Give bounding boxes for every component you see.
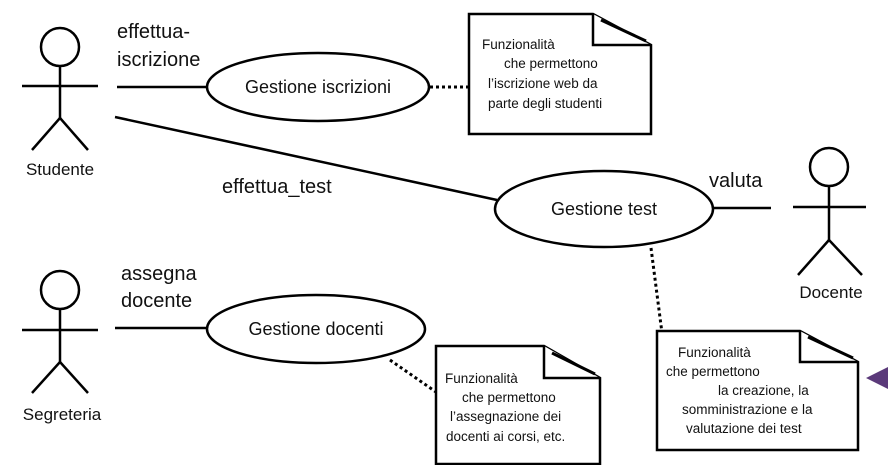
actor-docente-head <box>808 146 850 188</box>
note-docenti-line-1: Funzionalità <box>445 371 518 386</box>
note-test: Funzionalità che permettono la creazione… <box>655 329 860 452</box>
actor-docente-name: Docente <box>799 283 862 302</box>
usecase-gestione-docenti-label: Gestione docenti <box>248 319 383 339</box>
usecase-gestione-test: Gestione test <box>493 169 715 249</box>
actor-docente <box>793 146 866 276</box>
note-docenti-text: Funzionalità che permettono l’assegnazio… <box>445 371 565 444</box>
note-iscrizioni-line-3: l’iscrizione web da <box>488 76 598 91</box>
note-connector-test <box>649 247 664 334</box>
note-iscrizioni-text: Funzionalità che permettono l’iscrizione… <box>482 37 602 111</box>
note-docenti-line-2: che permettono <box>462 390 556 405</box>
label-effettua-test: effettua_test <box>222 176 332 198</box>
association-line-test <box>114 115 498 202</box>
label-assegna-docente: assegna docente <box>121 263 202 312</box>
usecase-gestione-iscrizioni-label: Gestione iscrizioni <box>245 77 391 97</box>
note-iscrizioni-line-1: Funzionalità <box>482 37 555 52</box>
note-docenti: Funzionalità che permettono l’assegnazio… <box>434 344 602 465</box>
note-test-line-1: Funzionalità <box>678 345 751 360</box>
note-test-text: Funzionalità che permettono la creazione… <box>666 345 816 436</box>
note-test-line-5: valutazione dei test <box>686 421 802 436</box>
label-valuta: valuta <box>709 170 763 192</box>
label-effettua-iscrizione-line-2: iscrizione <box>117 49 200 71</box>
usecase-gestione-docenti: Gestione docenti <box>205 293 427 365</box>
actor-segreteria-head <box>39 269 81 311</box>
actor-segreteria <box>22 269 98 394</box>
note-iscrizioni: Funzionalità che permettono l’iscrizione… <box>467 12 653 136</box>
actor-segreteria-name: Segreteria <box>23 405 102 424</box>
label-assegna-docente-line-2: docente <box>121 290 192 312</box>
actor-studente-head <box>39 26 81 68</box>
usecase-gestione-iscrizioni: Gestione iscrizioni <box>205 51 431 123</box>
note-docenti-line-3: l’assegnazione dei <box>450 409 561 424</box>
note-test-line-3: la creazione, la <box>718 383 809 398</box>
note-iscrizioni-line-4: parte degli studenti <box>488 96 602 111</box>
note-iscrizioni-line-2: che permettono <box>504 56 598 71</box>
label-effettua-iscrizione: effettua- iscrizione <box>117 21 200 71</box>
note-docenti-line-4: docenti ai corsi, etc. <box>446 429 565 444</box>
label-assegna-docente-line-1: assegna <box>121 263 197 285</box>
usecase-gestione-test-label: Gestione test <box>551 199 657 219</box>
actor-studente <box>22 26 98 151</box>
note-test-line-2: che permettono <box>666 364 760 379</box>
note-test-line-4: somministrazione e la <box>682 402 813 417</box>
actor-studente-name: Studente <box>26 160 94 179</box>
label-effettua-iscrizione-line-1: effettua- <box>117 21 190 43</box>
note-connector-docenti <box>389 358 437 394</box>
accent-arrow-icon <box>866 367 888 389</box>
